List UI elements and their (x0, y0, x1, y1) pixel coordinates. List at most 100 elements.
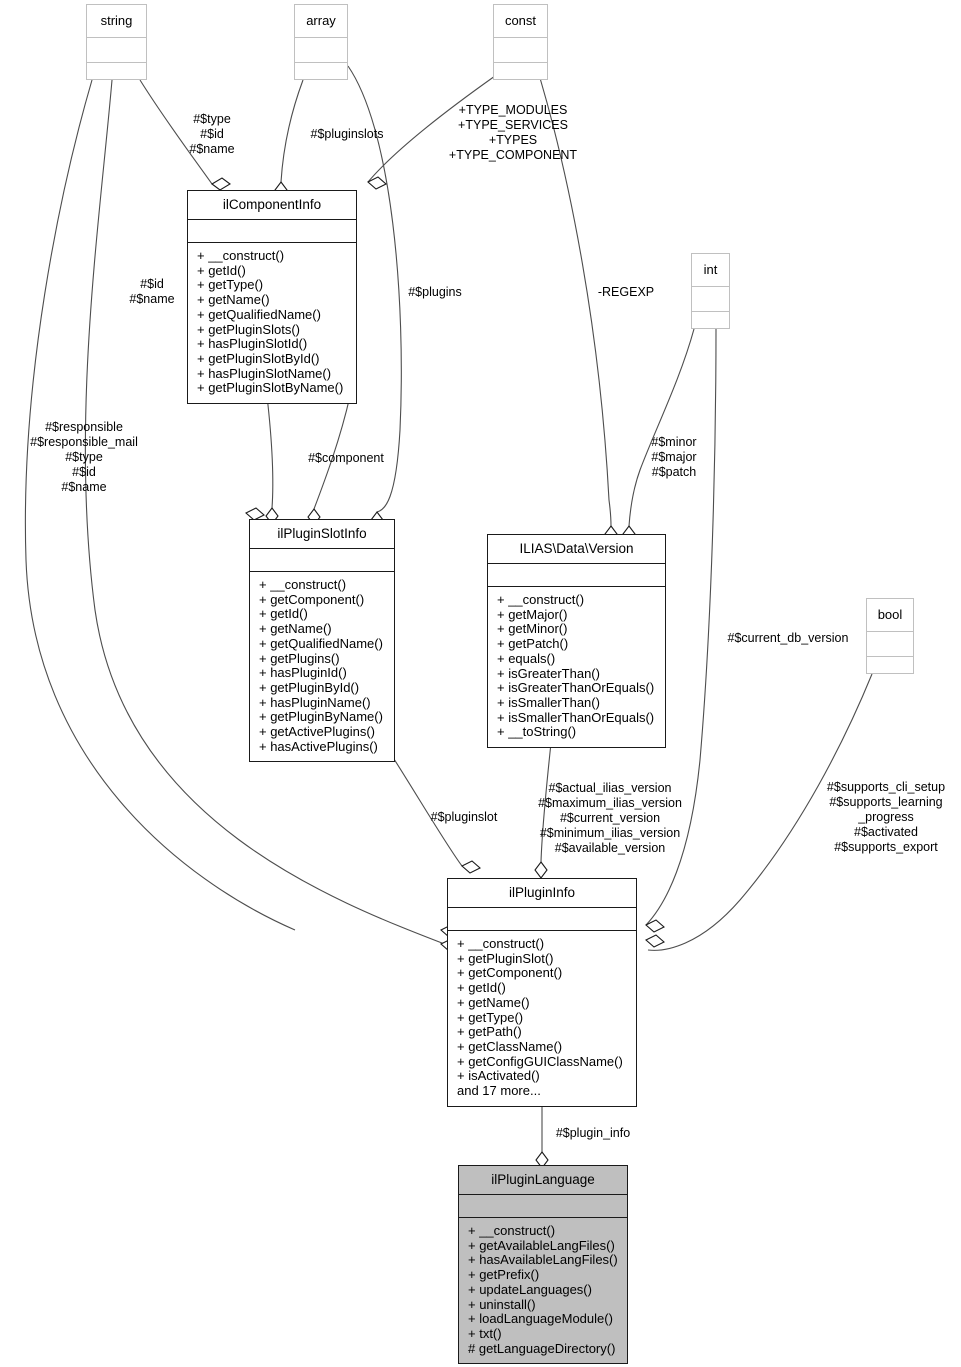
class-operation: + getName() (259, 621, 332, 637)
class-box-ilpluginlanguage[interactable]: ilPluginLanguage + __construct() + getAv… (458, 1165, 628, 1365)
primitive-attrs-row (494, 38, 547, 63)
class-operation: + getPluginSlot() (457, 950, 554, 966)
class-operation: + getPath() (457, 1024, 522, 1040)
class-operation: + hasPluginSlotId() (197, 336, 308, 352)
class-attributes-compartment (188, 220, 356, 243)
class-operation: + getComponent() (457, 965, 563, 981)
primitive-attrs-row (692, 287, 729, 312)
class-operations-compartment: + __construct() + getAvailableLangFiles(… (459, 1218, 627, 1363)
class-operation: + getType() (457, 1009, 524, 1025)
class-operation: + isGreaterThanOrEquals() (497, 680, 655, 696)
class-attributes-compartment (488, 564, 665, 587)
class-operation: + getComponent() (259, 591, 365, 607)
class-operations-compartment: + __construct() + getId() + getType() + … (188, 243, 356, 403)
class-title-ilpluginslotinfo: ilPluginSlotInfo (250, 520, 394, 549)
class-operations-compartment: + __construct() + getPluginSlot() + getC… (448, 931, 636, 1106)
primitive-ops-row (494, 63, 547, 87)
class-operation: + loadLanguageModule() (468, 1311, 613, 1327)
class-operation: + getPluginSlots() (197, 321, 300, 337)
class-operation: + getActivePlugins() (259, 724, 375, 740)
edge-label-responsible-group: #$responsible #$responsible_mail #$type … (30, 420, 138, 494)
class-operation: + getPluginByName() (259, 709, 383, 725)
class-operation: + getPluginById() (259, 679, 360, 695)
primitive-attrs-row (867, 632, 913, 657)
edge-label-minor-major-patch: #$minor #$major #$patch (651, 435, 697, 479)
class-operation: + getMinor() (497, 621, 568, 637)
class-operation: + isActivated() (457, 1068, 540, 1084)
class-operation: + hasPluginSlotName() (197, 365, 332, 381)
class-operation: + isSmallerThan() (497, 694, 600, 710)
edge-label-pluginslots: #$pluginslots (310, 127, 384, 141)
class-attributes-compartment (448, 908, 636, 931)
class-operation: + getQualifiedName() (197, 306, 321, 322)
class-operation: + getMajor() (497, 606, 568, 622)
class-operation: + getId() (197, 262, 246, 278)
edge-label-regexp: -REGEXP (597, 285, 655, 299)
class-title-ilias-data-version: ILIAS\Data\Version (488, 535, 665, 564)
class-operation: + hasPluginName() (259, 694, 371, 710)
primitive-box-array: array (294, 4, 348, 80)
class-box-ilias-data-version[interactable]: ILIAS\Data\Version + __construct() + get… (487, 534, 666, 749)
edge-label-version-group: #$actual_ilias_version #$maximum_ilias_v… (538, 781, 682, 855)
class-operation: + getPlugins() (259, 650, 340, 666)
class-box-ilcomponentinfo[interactable]: ilComponentInfo + __construct() + getId(… (187, 190, 357, 405)
class-operation: + getPluginSlotByName() (197, 380, 344, 396)
class-box-ilpluginslotinfo[interactable]: ilPluginSlotInfo + __construct() + getCo… (249, 519, 395, 763)
edge-group (24, 65, 873, 1152)
primitive-ops-row (867, 657, 913, 681)
primitive-label-string: string (87, 5, 146, 38)
class-operation: + isSmallerThanOrEquals() (497, 709, 655, 725)
edge-label-plugin-info: #$plugin_info (555, 1126, 631, 1140)
primitive-box-string: string (86, 4, 147, 80)
primitive-ops-row (87, 63, 146, 87)
class-operation: + getClassName() (457, 1038, 563, 1054)
class-operation: + getConfigGUIClassName() (457, 1053, 623, 1069)
class-operation: + isGreaterThan() (497, 665, 600, 681)
edge-label-pluginslot: #$pluginslot (430, 810, 498, 824)
class-operation: + uninstall() (468, 1296, 536, 1312)
class-operation: + updateLanguages() (468, 1281, 592, 1297)
class-operation: + getQualifiedName() (259, 635, 383, 651)
class-operation: + getId() (457, 980, 506, 996)
class-operation: + equals() (497, 650, 556, 666)
edge-label-plugins: #$plugins (408, 285, 462, 299)
primitive-label-const: const (494, 5, 547, 38)
primitive-box-int: int (691, 253, 730, 329)
class-box-ilplugininfo[interactable]: ilPluginInfo + __construct() + getPlugin… (447, 878, 637, 1107)
edge-label-supports-group: #$supports_cli_setup #$supports_learning… (826, 780, 946, 854)
primitive-label-bool: bool (867, 599, 913, 632)
primitive-box-const: const (493, 4, 548, 80)
class-title-ilpluginlanguage: ilPluginLanguage (459, 1166, 627, 1195)
primitive-attrs-row (295, 38, 347, 63)
primitive-ops-row (295, 63, 347, 87)
edge-label-component: #$component (308, 451, 384, 465)
class-operation: + getType() (197, 277, 264, 293)
edge-label-id-name: #$id #$name (129, 277, 175, 306)
class-operation: + getPrefix() (468, 1267, 540, 1283)
class-operation: + __construct() (259, 577, 347, 592)
class-title-ilplugininfo: ilPluginInfo (448, 879, 636, 908)
class-operation: + __construct() (497, 592, 585, 607)
class-operation: + getAvailableLangFiles() (468, 1237, 615, 1253)
class-operation: + getPluginSlotById() (197, 350, 320, 366)
class-title-ilcomponentinfo: ilComponentInfo (188, 191, 356, 220)
class-operation: + __toString() (497, 724, 577, 740)
class-operation: + getId() (259, 606, 308, 622)
class-operation: + hasActivePlugins() (259, 738, 378, 754)
class-operation: + getName() (197, 292, 270, 308)
class-operation: + getPatch() (497, 636, 569, 652)
primitive-ops-row (692, 312, 729, 336)
class-operation: + __construct() (468, 1223, 556, 1238)
class-attributes-compartment (250, 549, 394, 572)
class-operations-compartment: + __construct() + getComponent() + getId… (250, 572, 394, 761)
class-operations-compartment: + __construct() + getMajor() + getMinor(… (488, 587, 665, 747)
edge-label-type-id-name: #$type #$id #$name (189, 112, 235, 156)
primitive-label-int: int (692, 254, 729, 287)
class-operation: + txt() (468, 1325, 502, 1341)
class-operation: + getName() (457, 994, 530, 1010)
edge-label-current-db-version: #$current_db_version (727, 631, 849, 645)
class-operation: + __construct() (197, 248, 285, 263)
class-operation-more: and 17 more... (457, 1083, 541, 1099)
